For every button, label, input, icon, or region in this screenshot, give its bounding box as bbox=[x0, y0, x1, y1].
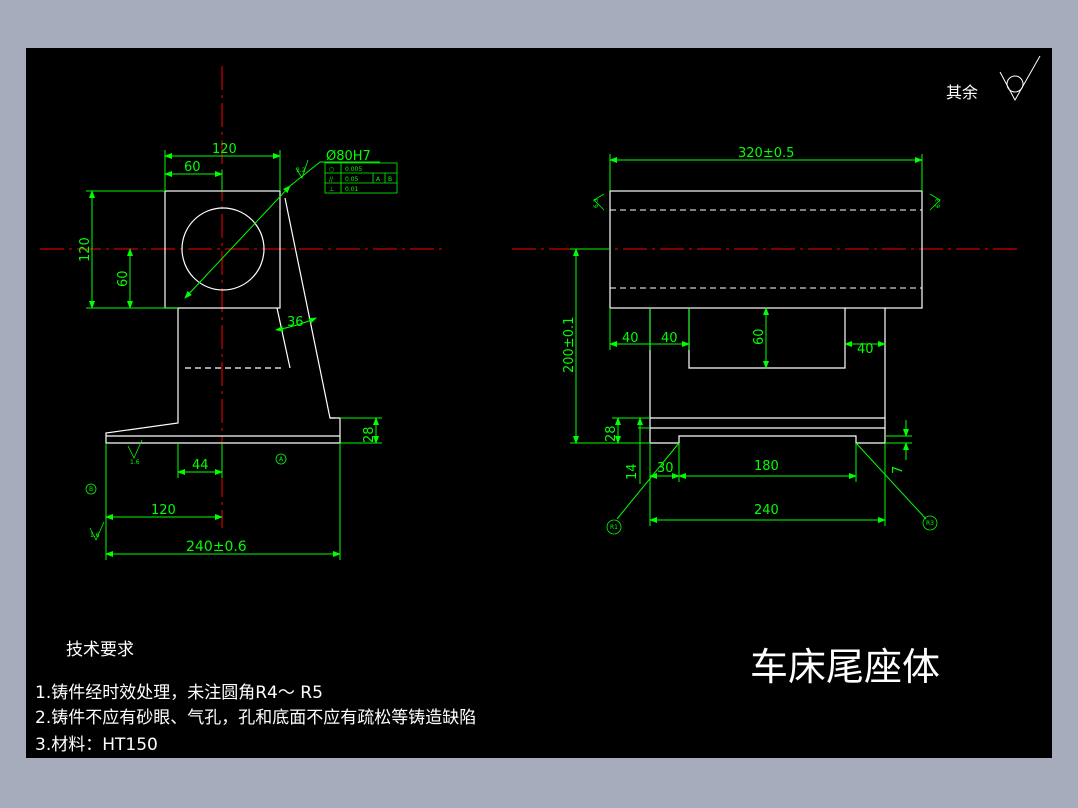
dim-slot-depth: 60 bbox=[752, 328, 767, 345]
side-dimension-lines bbox=[570, 154, 927, 526]
side-hidden-lines bbox=[610, 209, 922, 289]
dim-foot-offset: 44 bbox=[192, 458, 209, 473]
front-roughness-symbols bbox=[85, 159, 309, 541]
dim-center-height: 60 bbox=[116, 270, 131, 287]
dim-overall-width: 240±0.6 bbox=[186, 539, 247, 555]
dim-overall-length: 320±0.5 bbox=[738, 146, 794, 161]
dim-side-center-height: 200±0.1 bbox=[562, 317, 577, 373]
drawing-title: 车床尾座体 bbox=[750, 645, 940, 689]
dim-left-step2: 40 bbox=[661, 331, 678, 346]
dim-right-depth: 7 bbox=[891, 466, 906, 474]
tol-r1-sym: ○ bbox=[329, 166, 334, 173]
roughness-mark-2: 1.6 bbox=[90, 532, 100, 539]
surface-finish-note: 其余 bbox=[946, 83, 978, 102]
drawing-sheet bbox=[26, 48, 1052, 758]
dim-height-left: 120 bbox=[78, 237, 93, 262]
note-1: 1.铸件经时效处理，未注圆角R4～ R5 bbox=[35, 683, 323, 703]
front-view: ○ 0.005 // 0.05 A B ⊥ 0.01 1.6 A B 1.6 3… bbox=[40, 66, 444, 560]
dim-edge: 30 bbox=[657, 461, 674, 476]
dim-foot-height: 28 bbox=[362, 426, 377, 443]
tol-r3-sym: ⊥ bbox=[329, 186, 334, 193]
side-view: 6.3 6.3 R1 R3 320±0.5 200±0.1 40 40 60 4… bbox=[512, 146, 1022, 535]
tol-r2-val: 0.05 bbox=[345, 176, 359, 183]
note-3: 3.材料：HT150 bbox=[35, 735, 158, 755]
datum-mark-a: A bbox=[279, 456, 284, 463]
side-roughness-symbols bbox=[593, 193, 941, 535]
dim-base-height: 28 bbox=[604, 425, 619, 442]
tolerance-frame bbox=[324, 162, 398, 194]
tol-r2-datum-b: B bbox=[388, 176, 392, 183]
dim-half-width: 60 bbox=[184, 160, 201, 175]
dim-left-step: 40 bbox=[622, 331, 639, 346]
dim-base-half: 120 bbox=[151, 503, 176, 518]
tol-r2-sym: // bbox=[329, 176, 334, 183]
front-dimension-lines bbox=[86, 150, 382, 560]
tol-r2-datum-a: A bbox=[376, 176, 381, 183]
roughness-mark-3: 3.2 bbox=[296, 167, 306, 174]
dim-bore: Ø80H7 bbox=[326, 149, 371, 164]
dim-top-width: 120 bbox=[212, 142, 237, 157]
datum-mark-b: B bbox=[89, 486, 93, 493]
side-roughness-left: 6.3 bbox=[593, 198, 600, 208]
side-balloon-left: R1 bbox=[610, 524, 618, 531]
roughness-mark-1: 1.6 bbox=[130, 459, 140, 466]
surface-finish-symbol bbox=[999, 55, 1041, 102]
notes-heading: 技术要求 bbox=[66, 640, 134, 660]
tol-r3-val: 0.01 bbox=[345, 186, 359, 193]
dim-rib: 36 bbox=[287, 315, 304, 330]
dim-recess-depth: 14 bbox=[625, 463, 640, 480]
side-balloon-right: R3 bbox=[926, 520, 934, 527]
dim-recess-width: 180 bbox=[754, 459, 779, 474]
note-2: 2.铸件不应有砂眼、气孔，孔和底面不应有疏松等铸造缺陷 bbox=[35, 708, 476, 728]
dim-right-step: 40 bbox=[857, 342, 874, 357]
side-roughness-right: 6.3 bbox=[935, 198, 942, 208]
tol-r1-val: 0.005 bbox=[345, 166, 362, 173]
dim-bottom-width: 240 bbox=[754, 503, 779, 518]
